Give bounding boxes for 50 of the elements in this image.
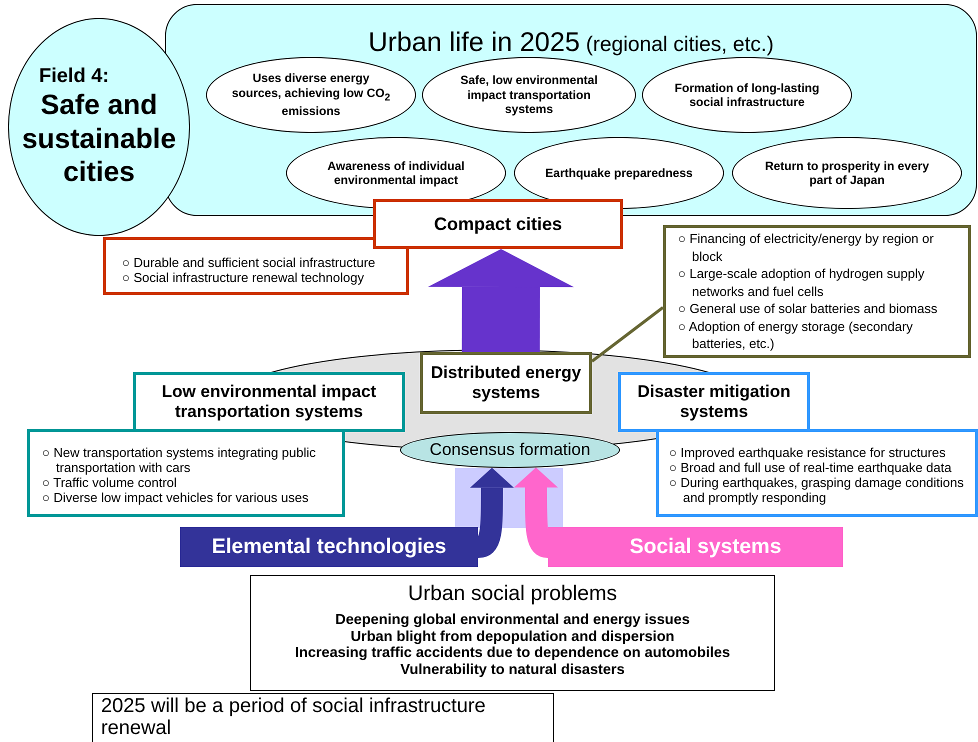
society-band [548,527,843,567]
bullet-text: ○ During earthquakes, grasping damage conditions and promptly responding [669,475,965,505]
bullet-text: ○ Traffic volume control [42,475,178,490]
note-text: 2025 will be a period of social infrastructure renewal [101,695,487,739]
bullet-text: ○ Durable and sufficient social infrastructure [122,255,376,270]
problem-box [250,575,775,691]
connector-line [591,306,664,362]
node-label: Earthquake preparedness [545,166,693,180]
box-title: Urban social problems [408,582,617,606]
note-box [92,693,554,742]
box-title: Disaster mitigation systems [636,382,792,422]
bullet-text: ○ Diverse low impact vehicles for various uses [42,490,310,505]
bullet-text: ○ Adoption of energy storage (secondary batteries, etc.) [678,318,914,353]
problem-text: Deepening global environmental and energy issues [335,612,690,629]
feature-box [103,237,409,295]
connector-line [514,468,558,558]
bullet-text: ○ Improved earthquake resistance for structures [669,445,947,460]
bullet-text: ○ New transportation systems integrating public transportation with cars [42,445,317,475]
feature-box [663,225,971,358]
system-box [420,352,592,414]
node-label: Uses diverse energy sources, achieving low CO$_{2}$ emissions [230,71,392,119]
bullet-text: ○ Financing of electricity/energy by region or block [678,230,935,266]
panel-title: Urban life in 2025 [368,27,580,58]
field-number: Field 4: [38,65,110,88]
bullet-text: ○ Social infrastructure renewal technology [122,270,365,285]
box-title: Compact cities [434,214,562,234]
problem-text: Vulnerability to natural disasters [400,662,625,679]
box-title: Distributed energy systems [430,363,582,403]
box-title: Low environmental impact transportation systems [160,382,378,422]
feature-box [656,429,978,517]
node-label: Safe, low environmental impact transportation systems [459,73,599,117]
band-label: Social systems [628,535,782,559]
system-box [133,372,405,432]
node-label: Formation of long-lasting social infrastructure [674,80,820,110]
field-title: Safe and sustainable cities [20,88,178,189]
node-label: Return to prosperity in every part of Japan [764,158,930,188]
technology-band [180,527,478,567]
node-label: Awareness of individual environmental impact [326,158,466,188]
problem-text: Urban blight from depopulation and dispersion [350,628,674,646]
problem-text: Increasing traffic accidents due to dependence on automobiles [294,645,730,662]
connector-line [470,468,514,558]
bullet-text: ○ Broad and full use of real-time earthquake data [669,460,952,475]
bullet-text: ○ Large-scale adoption of hydrogen supply networks and fuel cells [678,265,926,300]
feature-box [27,429,345,517]
panel-subtitle: (regional cities, etc.) [586,33,774,57]
system-box [618,372,810,432]
band-label: Elemental technologies [212,535,446,559]
ellipse-label: Consensus formation [430,440,590,460]
goal-box [373,199,623,249]
bullet-text: ○ General use of solar batteries and biomass [678,300,938,318]
